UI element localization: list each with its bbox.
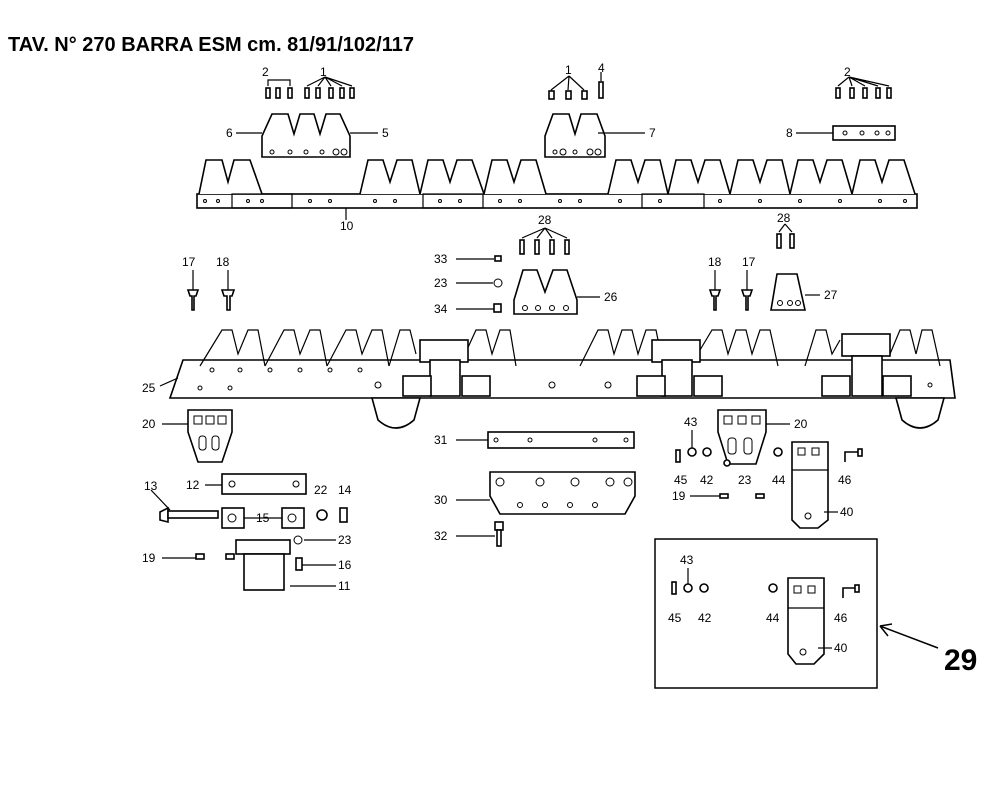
label-1-left: 1 [320, 65, 327, 79]
label-43-box: 43 [680, 553, 694, 567]
label-17-right: 17 [742, 255, 756, 269]
clip-plate-20-right [717, 409, 767, 465]
connector-plate-8 [832, 125, 896, 141]
bolt-32 [494, 521, 504, 547]
plate-12 [221, 473, 307, 495]
kit-box-29 [654, 538, 939, 689]
label-40-top: 40 [840, 505, 854, 519]
label-1-center: 1 [565, 63, 572, 77]
label-28-left: 28 [538, 213, 552, 227]
label-46-top: 46 [838, 473, 852, 487]
label-11: 11 [338, 579, 351, 593]
knife-bar-10 [196, 159, 918, 209]
label-45-top: 45 [674, 473, 688, 487]
clip-plate-20-left [187, 409, 233, 463]
label-22: 22 [314, 483, 328, 497]
plate-31 [487, 431, 635, 449]
label-34: 34 [434, 302, 448, 316]
label-12: 12 [186, 478, 200, 492]
label-6: 6 [226, 126, 233, 140]
label-20-right: 20 [794, 417, 808, 431]
label-30: 30 [434, 493, 448, 507]
label-44-top: 44 [772, 473, 786, 487]
pin-46 [844, 448, 863, 462]
rivets-group-top-right [835, 76, 892, 99]
rivets-group-top-center [548, 72, 604, 100]
label-43-top: 43 [684, 415, 698, 429]
knife-section-27 [770, 273, 806, 311]
bolts-17-18-left [186, 289, 236, 311]
plate-40 [791, 441, 829, 529]
label-7: 7 [649, 126, 656, 140]
label-18-left: 18 [216, 255, 230, 269]
label-17-left: 17 [182, 255, 196, 269]
bolt-13 [159, 506, 219, 524]
label-42-top: 42 [700, 473, 714, 487]
leader-lines [150, 132, 838, 649]
label-15: 15 [256, 511, 270, 525]
drawing-title: TAV. N° 270 BARRA ESM cm. 81/91/102/117 [8, 34, 414, 56]
label-46-box: 46 [834, 611, 848, 625]
label-19-right: 19 [672, 489, 686, 503]
label-10: 10 [340, 219, 354, 233]
label-19-left: 19 [142, 551, 156, 565]
label-42-box: 42 [698, 611, 712, 625]
guide-plate-30 [489, 471, 636, 515]
label-44-box: 44 [766, 611, 780, 625]
label-29: 29 [944, 644, 977, 677]
label-13: 13 [144, 479, 158, 493]
bolts-17-18-right [708, 289, 754, 311]
label-5: 5 [382, 126, 389, 140]
label-14: 14 [338, 483, 352, 497]
part-number-labels: 2 1 1 4 2 6 5 7 8 10 28 28 33 23 34 26 2… [142, 61, 977, 677]
knife-section-26 [513, 269, 578, 315]
label-2-left: 2 [262, 65, 269, 79]
finger-bar-25 [168, 329, 956, 429]
label-28-right: 28 [777, 211, 791, 225]
rivets-28-right [776, 223, 795, 249]
label-23-left: 23 [338, 533, 352, 547]
label-27: 27 [824, 288, 838, 302]
label-20-left: 20 [142, 417, 156, 431]
label-40-box: 40 [834, 641, 848, 655]
label-8: 8 [786, 126, 793, 140]
rivets-28-left [519, 227, 570, 255]
label-18-right: 18 [708, 255, 722, 269]
label-4: 4 [598, 61, 605, 75]
small-parts-center [493, 255, 503, 313]
knife-section-double-left [261, 113, 351, 158]
label-45-box: 45 [668, 611, 682, 625]
rivets-group-top-left [265, 76, 355, 99]
label-31: 31 [434, 433, 448, 447]
label-23-top: 23 [434, 276, 448, 290]
head-11 [195, 535, 303, 591]
label-26: 26 [604, 290, 618, 304]
label-32: 32 [434, 529, 448, 543]
label-2-right: 2 [844, 65, 851, 79]
nut-washer-22-14 [316, 507, 348, 523]
label-25: 25 [142, 381, 156, 395]
label-33: 33 [434, 252, 448, 266]
knife-section-single [544, 113, 606, 158]
label-16: 16 [338, 558, 352, 572]
label-23-right: 23 [738, 473, 752, 487]
